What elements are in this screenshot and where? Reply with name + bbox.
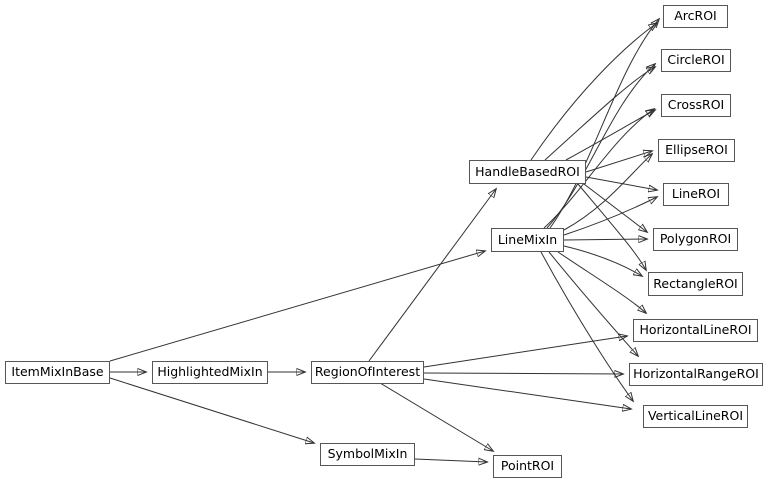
edge-linemixin-to-crossroi	[543, 109, 654, 229]
node-symbolmixin[interactable]: SymbolMixIn	[320, 443, 415, 466]
node-pointroi[interactable]: PointROI	[493, 455, 562, 478]
node-arcroi[interactable]: ArcROI	[663, 5, 728, 28]
edge-handlebasedroi-to-rectangleroi	[577, 183, 646, 270]
edge-handlebasedroi-to-ellipseroi	[585, 151, 652, 173]
edge-linemixin-to-verticallineroi	[540, 251, 633, 401]
edge-regionofinterest-to-verticallineroi	[423, 378, 631, 409]
node-ellipseroi[interactable]: EllipseROI	[658, 139, 735, 162]
edge-regionofinterest-to-horizontalrangeroi	[423, 373, 623, 374]
edge-linemixin-to-horizontallineroi	[557, 251, 646, 313]
node-highlightedmixin[interactable]: HighlightedMixIn	[152, 361, 268, 384]
node-rectangleroi[interactable]: RectangleROI	[648, 272, 743, 296]
edge-handlebasedroi-to-crossroi	[565, 110, 655, 161]
edge-itemmixinbase-to-symbolmixin	[109, 377, 314, 443]
edge-itemmixinbase-to-linemixin	[109, 251, 485, 362]
edge-linemixin-to-rectangleroi	[563, 245, 642, 276]
edge-linemixin-to-circleroi	[546, 64, 655, 229]
node-handlebasedroi[interactable]: HandleBasedROI	[469, 160, 586, 184]
node-polygonroi[interactable]: PolygonROI	[653, 228, 738, 251]
edge-linemixin-to-polygonroi	[563, 239, 647, 240]
edge-regionofinterest-to-horizontallineroi	[423, 336, 627, 368]
node-regionofinterest[interactable]: RegionOfInterest	[311, 361, 424, 384]
edge-linemixin-to-arcroi	[549, 19, 659, 229]
edge-linemixin-to-horizontalrangeroi	[548, 251, 638, 356]
edge-regionofinterest-to-handlebasedroi	[368, 189, 496, 362]
node-crossroi[interactable]: CrossROI	[661, 94, 731, 117]
node-linemixin[interactable]: LineMixIn	[491, 228, 564, 252]
edge-handlebasedroi-to-lineroi	[585, 176, 657, 190]
node-verticallineroi[interactable]: VerticalLineROI	[643, 405, 748, 428]
edge-handlebasedroi-to-arcroi	[530, 23, 657, 161]
edge-symbolmixin-to-pointroi	[414, 459, 487, 462]
node-horizontallineroi[interactable]: HorizontalLineROI	[633, 319, 758, 342]
edge-handlebasedroi-to-polygonroi	[583, 183, 647, 232]
edge-regionofinterest-to-pointroi	[379, 382, 493, 451]
edge-linemixin-to-lineroi	[563, 197, 657, 236]
node-circleroi[interactable]: CircleROI	[661, 49, 731, 72]
node-itemmixinbase[interactable]: ItemMixInBase	[5, 361, 110, 384]
node-lineroi[interactable]: LineROI	[663, 183, 729, 206]
edge-linemixin-to-ellipseroi	[563, 154, 652, 231]
node-horizontalrangeroi[interactable]: HorizontalRangeROI	[629, 363, 763, 386]
